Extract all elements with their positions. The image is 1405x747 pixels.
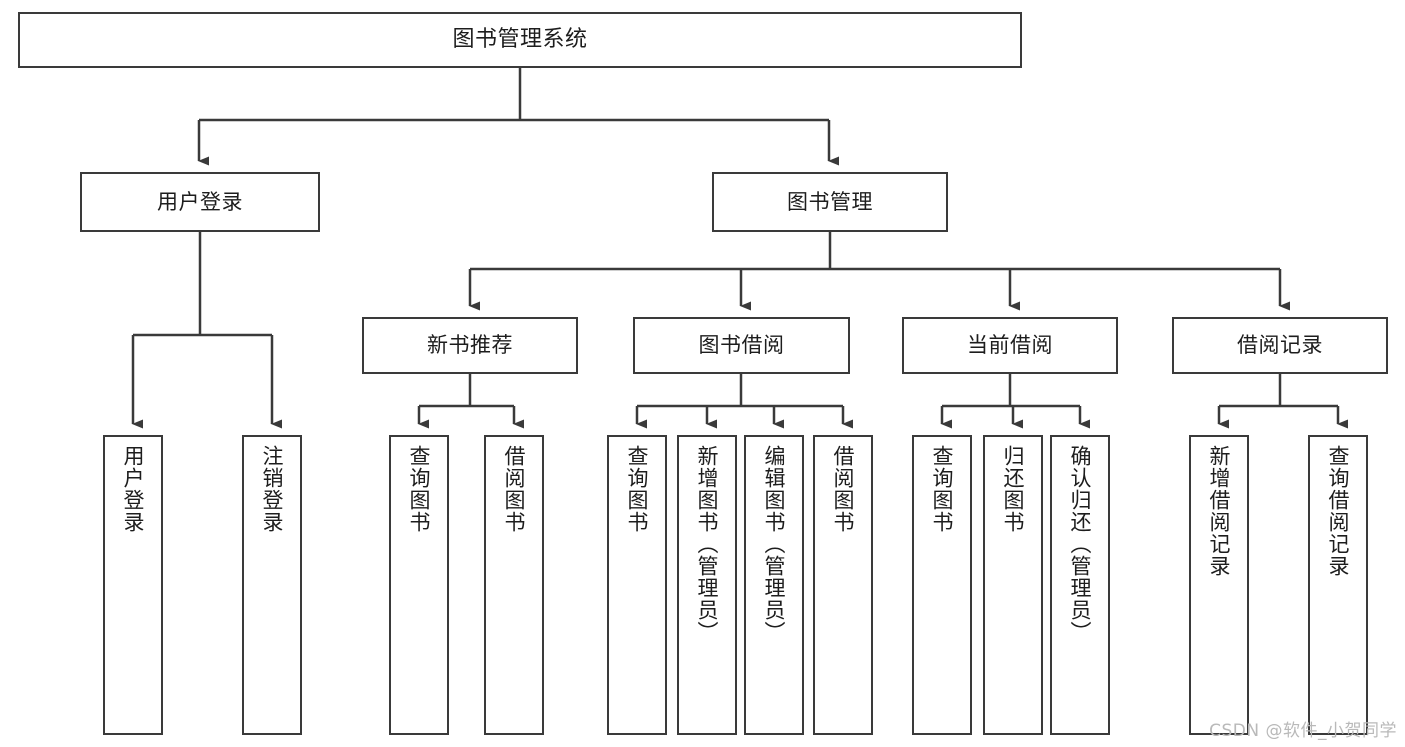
node-label: 借阅记录	[1237, 333, 1323, 358]
node-borrow-record[interactable]: 借阅记录	[1172, 317, 1388, 374]
node-label: 查询图书	[930, 445, 955, 533]
node-label: 查询图书	[625, 445, 650, 533]
node-label: 编辑图书（管理员）	[762, 445, 787, 643]
node-label: 新书推荐	[427, 333, 513, 358]
node-label: 查询图书	[407, 445, 432, 533]
node-label: 注销登录	[260, 445, 285, 533]
node-label: 用户登录	[157, 189, 243, 214]
node-current-borrow[interactable]: 当前借阅	[902, 317, 1118, 374]
node-label: 确认归还（管理员）	[1068, 445, 1093, 643]
node-label: 用户登录	[121, 445, 146, 533]
leaf-node[interactable]: 确认归还（管理员）	[1050, 435, 1110, 735]
node-book-borrow[interactable]: 图书借阅	[633, 317, 850, 374]
node-label: 借阅图书	[831, 445, 856, 533]
leaf-node[interactable]: 新增图书（管理员）	[677, 435, 737, 735]
node-label: 图书管理系统	[452, 27, 588, 53]
leaf-node[interactable]: 用户登录	[103, 435, 163, 735]
node-label: 新增借阅记录	[1207, 445, 1232, 577]
csdn-watermark: CSDN @软件_小贺同学	[1209, 721, 1397, 741]
node-new-book-recommend[interactable]: 新书推荐	[362, 317, 578, 374]
leaf-node[interactable]: 查询图书	[912, 435, 972, 735]
node-label: 图书管理	[787, 189, 873, 214]
leaf-node[interactable]: 查询图书	[607, 435, 667, 735]
node-label: 借阅图书	[502, 445, 527, 533]
leaf-node[interactable]: 注销登录	[242, 435, 302, 735]
leaf-node[interactable]: 借阅图书	[813, 435, 873, 735]
leaf-node[interactable]: 借阅图书	[484, 435, 544, 735]
node-root-system[interactable]: 图书管理系统	[18, 12, 1022, 68]
leaf-node[interactable]: 编辑图书（管理员）	[744, 435, 804, 735]
node-label: 新增图书（管理员）	[695, 445, 720, 643]
leaf-node[interactable]: 查询图书	[389, 435, 449, 735]
node-label: 查询借阅记录	[1326, 445, 1351, 577]
node-label: 图书借阅	[698, 333, 785, 358]
node-book-management[interactable]: 图书管理	[712, 172, 948, 232]
leaf-node[interactable]: 新增借阅记录	[1189, 435, 1249, 735]
leaf-node[interactable]: 查询借阅记录	[1308, 435, 1368, 735]
node-user-login[interactable]: 用户登录	[80, 172, 320, 232]
node-label: 归还图书	[1001, 445, 1026, 533]
leaf-node[interactable]: 归还图书	[983, 435, 1043, 735]
node-label: 当前借阅	[967, 333, 1053, 358]
